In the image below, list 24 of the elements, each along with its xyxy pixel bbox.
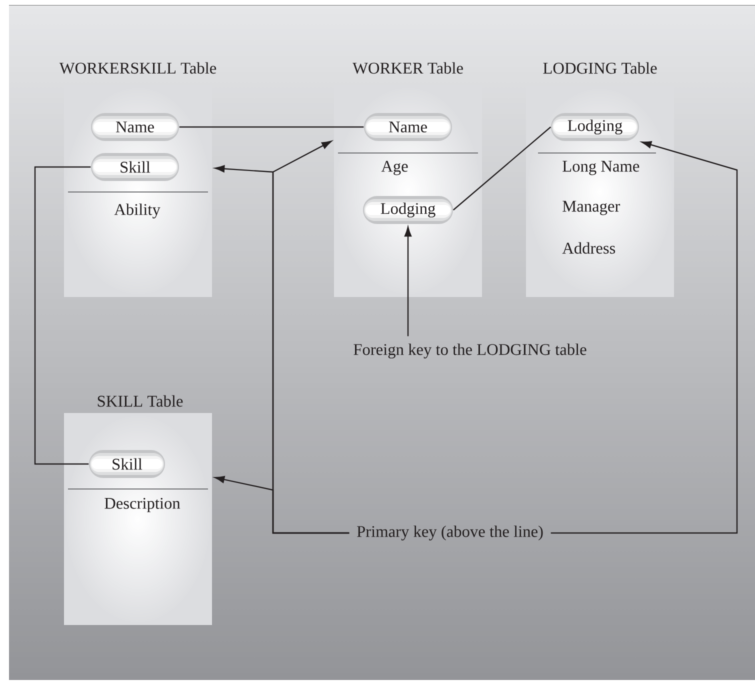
table-box: [89, 395, 183, 512]
note-text: Primary key (above the line): [357, 526, 543, 540]
field-pill: Name: [91, 113, 179, 141]
table-title: WORKER Table: [352, 62, 463, 74]
table-title: LODGING Table: [543, 62, 657, 74]
table-box: [543, 62, 657, 254]
table-title: WORKERSKILL Table: [59, 62, 216, 74]
field-label: Manager: [562, 200, 620, 216]
field-label: Age: [381, 160, 408, 176]
note-text: Foreign key to the LODGING table: [354, 344, 586, 358]
field-pill: Skill: [91, 153, 179, 181]
field-label: Description: [104, 498, 180, 512]
field-label: Long Name: [562, 160, 640, 176]
field-pill: Lodging: [551, 113, 639, 141]
arrow: [550, 141, 738, 534]
field-pill: Lodging: [363, 196, 453, 224]
table-box: [352, 62, 463, 224]
field-label: Address: [562, 242, 616, 254]
field-pill: Name: [364, 113, 452, 141]
arrow: [214, 476, 350, 534]
table-box: [59, 62, 216, 218]
field-label: Ability: [114, 204, 160, 218]
arrow: [404, 226, 412, 336]
table-title: SKILL Table: [98, 395, 183, 407]
